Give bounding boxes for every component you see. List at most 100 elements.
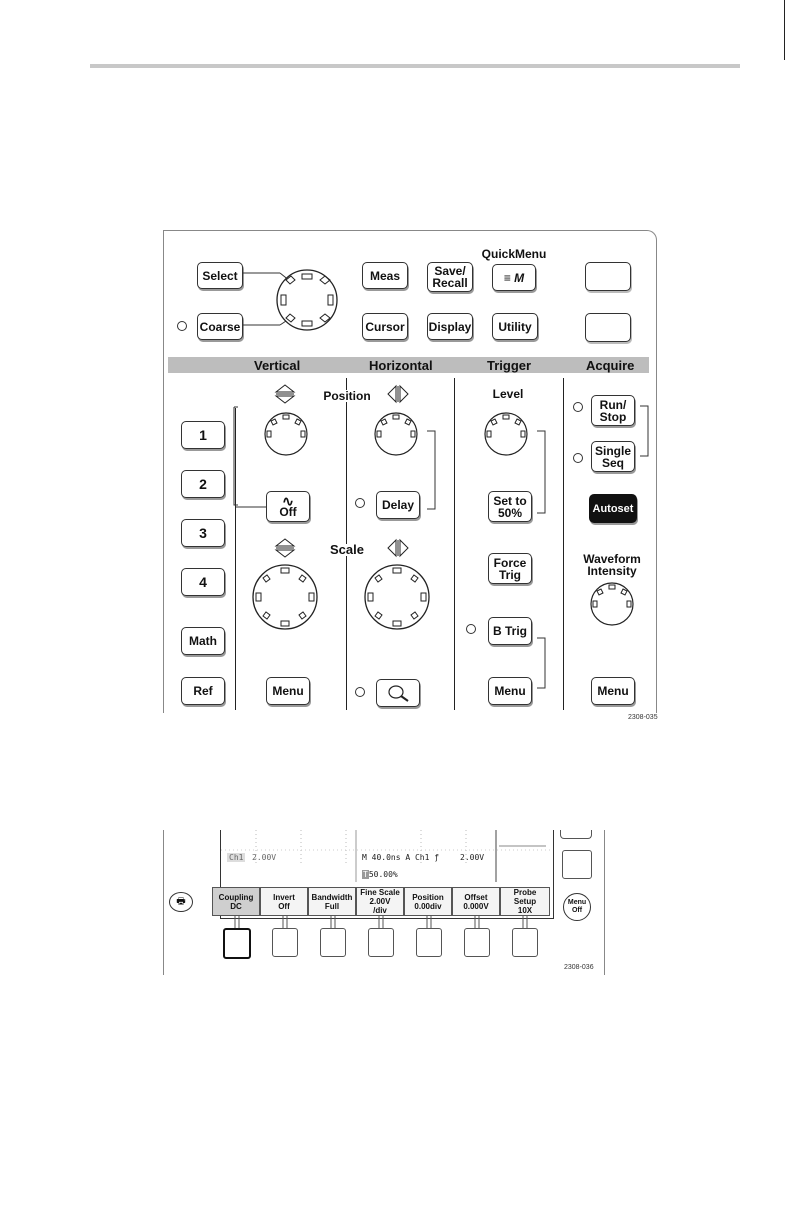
bezel-button-7[interactable] bbox=[512, 928, 538, 957]
single-seq-led bbox=[573, 453, 583, 463]
single-seq-button[interactable]: Single Seq bbox=[591, 441, 635, 472]
vertical-menu-button[interactable]: Menu bbox=[266, 677, 310, 705]
sine-icon: ∿ bbox=[282, 492, 294, 509]
set-to-50-button[interactable]: Set to 50% bbox=[488, 491, 532, 522]
horizontal-scale-knob[interactable] bbox=[362, 562, 432, 632]
softkey-value: 0.000V bbox=[463, 901, 489, 911]
softkey-label: Bandwidth bbox=[311, 892, 353, 902]
trigger-position-readout: T50.00% bbox=[362, 870, 398, 879]
side-button-top[interactable] bbox=[560, 830, 592, 839]
softkey-value: Off bbox=[278, 901, 290, 911]
general-purpose-knob[interactable] bbox=[240, 260, 350, 345]
softkey-value: 10X bbox=[517, 906, 533, 915]
coarse-led bbox=[177, 321, 187, 331]
quickmenu-label: QuickMenu bbox=[481, 247, 547, 261]
softkey-label: Fine Scale bbox=[360, 888, 400, 897]
bezel-button-6[interactable] bbox=[464, 928, 490, 957]
utility-button[interactable]: Utility bbox=[492, 313, 538, 340]
position-label: Position bbox=[322, 389, 372, 403]
vertical-position-knob[interactable] bbox=[262, 410, 310, 458]
softkey-value: Full bbox=[324, 901, 340, 911]
horizontal-position-icon bbox=[387, 384, 409, 404]
meas-button[interactable]: Meas bbox=[362, 262, 408, 289]
quickmenu-button[interactable]: ≡ M bbox=[492, 264, 536, 291]
autoset-button[interactable]: Autoset bbox=[589, 494, 637, 523]
acquire-bracket bbox=[640, 405, 649, 457]
horizontal-position-knob[interactable] bbox=[372, 410, 420, 458]
graticule bbox=[221, 830, 553, 882]
display-button[interactable]: Display bbox=[427, 313, 473, 340]
save-recall-button[interactable]: Save/ Recall bbox=[427, 262, 473, 292]
divider bbox=[454, 378, 455, 710]
acquire-menu-button[interactable]: Menu bbox=[591, 677, 635, 705]
bezel-button-1[interactable] bbox=[223, 928, 251, 959]
bezel-button-2[interactable] bbox=[272, 928, 298, 957]
softkey-value: 2.00V /div bbox=[369, 897, 391, 915]
b-trig-button[interactable]: B Trig bbox=[488, 617, 532, 645]
b-trig-led bbox=[466, 624, 476, 634]
b-trig-bracket bbox=[537, 637, 546, 689]
scale-label: Scale bbox=[326, 543, 368, 556]
header-rule bbox=[90, 64, 740, 68]
select-button[interactable]: Select bbox=[197, 262, 243, 289]
crop-mark bbox=[784, 0, 785, 60]
ref-button[interactable]: Ref bbox=[181, 677, 225, 705]
timebase-readout: M 40.0ns A Ch1 ƒ bbox=[362, 853, 440, 862]
printer-icon: 🖶 bbox=[176, 895, 186, 907]
magnifier-icon bbox=[388, 685, 409, 702]
print-button[interactable]: 🖶 bbox=[169, 892, 193, 912]
trigger-position-value: 50.00% bbox=[368, 870, 398, 879]
volts-readout: 2.00V bbox=[252, 853, 277, 862]
channel-3-button[interactable]: 3 bbox=[181, 519, 225, 547]
divider bbox=[235, 408, 236, 710]
softkey-label: Position bbox=[412, 892, 444, 902]
trigger-level-knob[interactable] bbox=[482, 410, 530, 458]
math-button[interactable]: Math bbox=[181, 627, 225, 655]
bezel-button-3[interactable] bbox=[320, 928, 346, 957]
channel-readout: Ch1 bbox=[227, 853, 246, 862]
run-stop-button[interactable]: Run/ Stop bbox=[591, 395, 635, 426]
trigger-menu-button[interactable]: Menu bbox=[488, 677, 532, 705]
channel-4-button[interactable]: 4 bbox=[181, 568, 225, 596]
waveform-intensity-knob[interactable] bbox=[588, 580, 636, 628]
menu-off-button[interactable]: Menu Off bbox=[563, 893, 591, 921]
delay-bracket bbox=[427, 430, 436, 510]
channel-2-button[interactable]: 2 bbox=[181, 470, 225, 498]
delay-led bbox=[355, 498, 365, 508]
softkey-label: Offset bbox=[464, 892, 488, 902]
header-acquire: Acquire bbox=[586, 358, 635, 373]
vertical-off-button[interactable]: ∿ Off bbox=[266, 491, 310, 522]
header-trigger: Trigger bbox=[487, 358, 532, 373]
bottom-blank-button[interactable] bbox=[585, 313, 631, 342]
side-button[interactable] bbox=[562, 850, 592, 879]
waveform-intensity-label: Waveform Intensity bbox=[583, 552, 641, 578]
delay-button[interactable]: Delay bbox=[376, 491, 420, 519]
softkey-label: Probe Setup bbox=[513, 888, 537, 906]
cursor-button[interactable]: Cursor bbox=[362, 313, 408, 340]
bezel-button-4[interactable] bbox=[368, 928, 394, 957]
off-label: Off bbox=[279, 504, 297, 519]
force-trig-button[interactable]: Force Trig bbox=[488, 553, 532, 584]
header-horizontal: Horizontal bbox=[369, 358, 433, 373]
channel-1-button[interactable]: 1 bbox=[181, 421, 225, 449]
horizontal-scale-icon bbox=[387, 538, 409, 558]
channel-bracket bbox=[233, 406, 238, 506]
level-label: Level bbox=[492, 387, 524, 401]
top-blank-button[interactable] bbox=[585, 262, 631, 291]
section-header-band bbox=[168, 357, 649, 373]
zoom-button[interactable] bbox=[376, 679, 420, 707]
bezel-button-5[interactable] bbox=[416, 928, 442, 957]
figure-id: 2308-035 bbox=[628, 714, 658, 721]
divider bbox=[563, 378, 564, 710]
set-to-50-bracket bbox=[537, 430, 546, 514]
coarse-button[interactable]: Coarse bbox=[197, 313, 243, 340]
vertical-scale-knob[interactable] bbox=[250, 562, 320, 632]
softkey-connectors bbox=[234, 916, 528, 928]
